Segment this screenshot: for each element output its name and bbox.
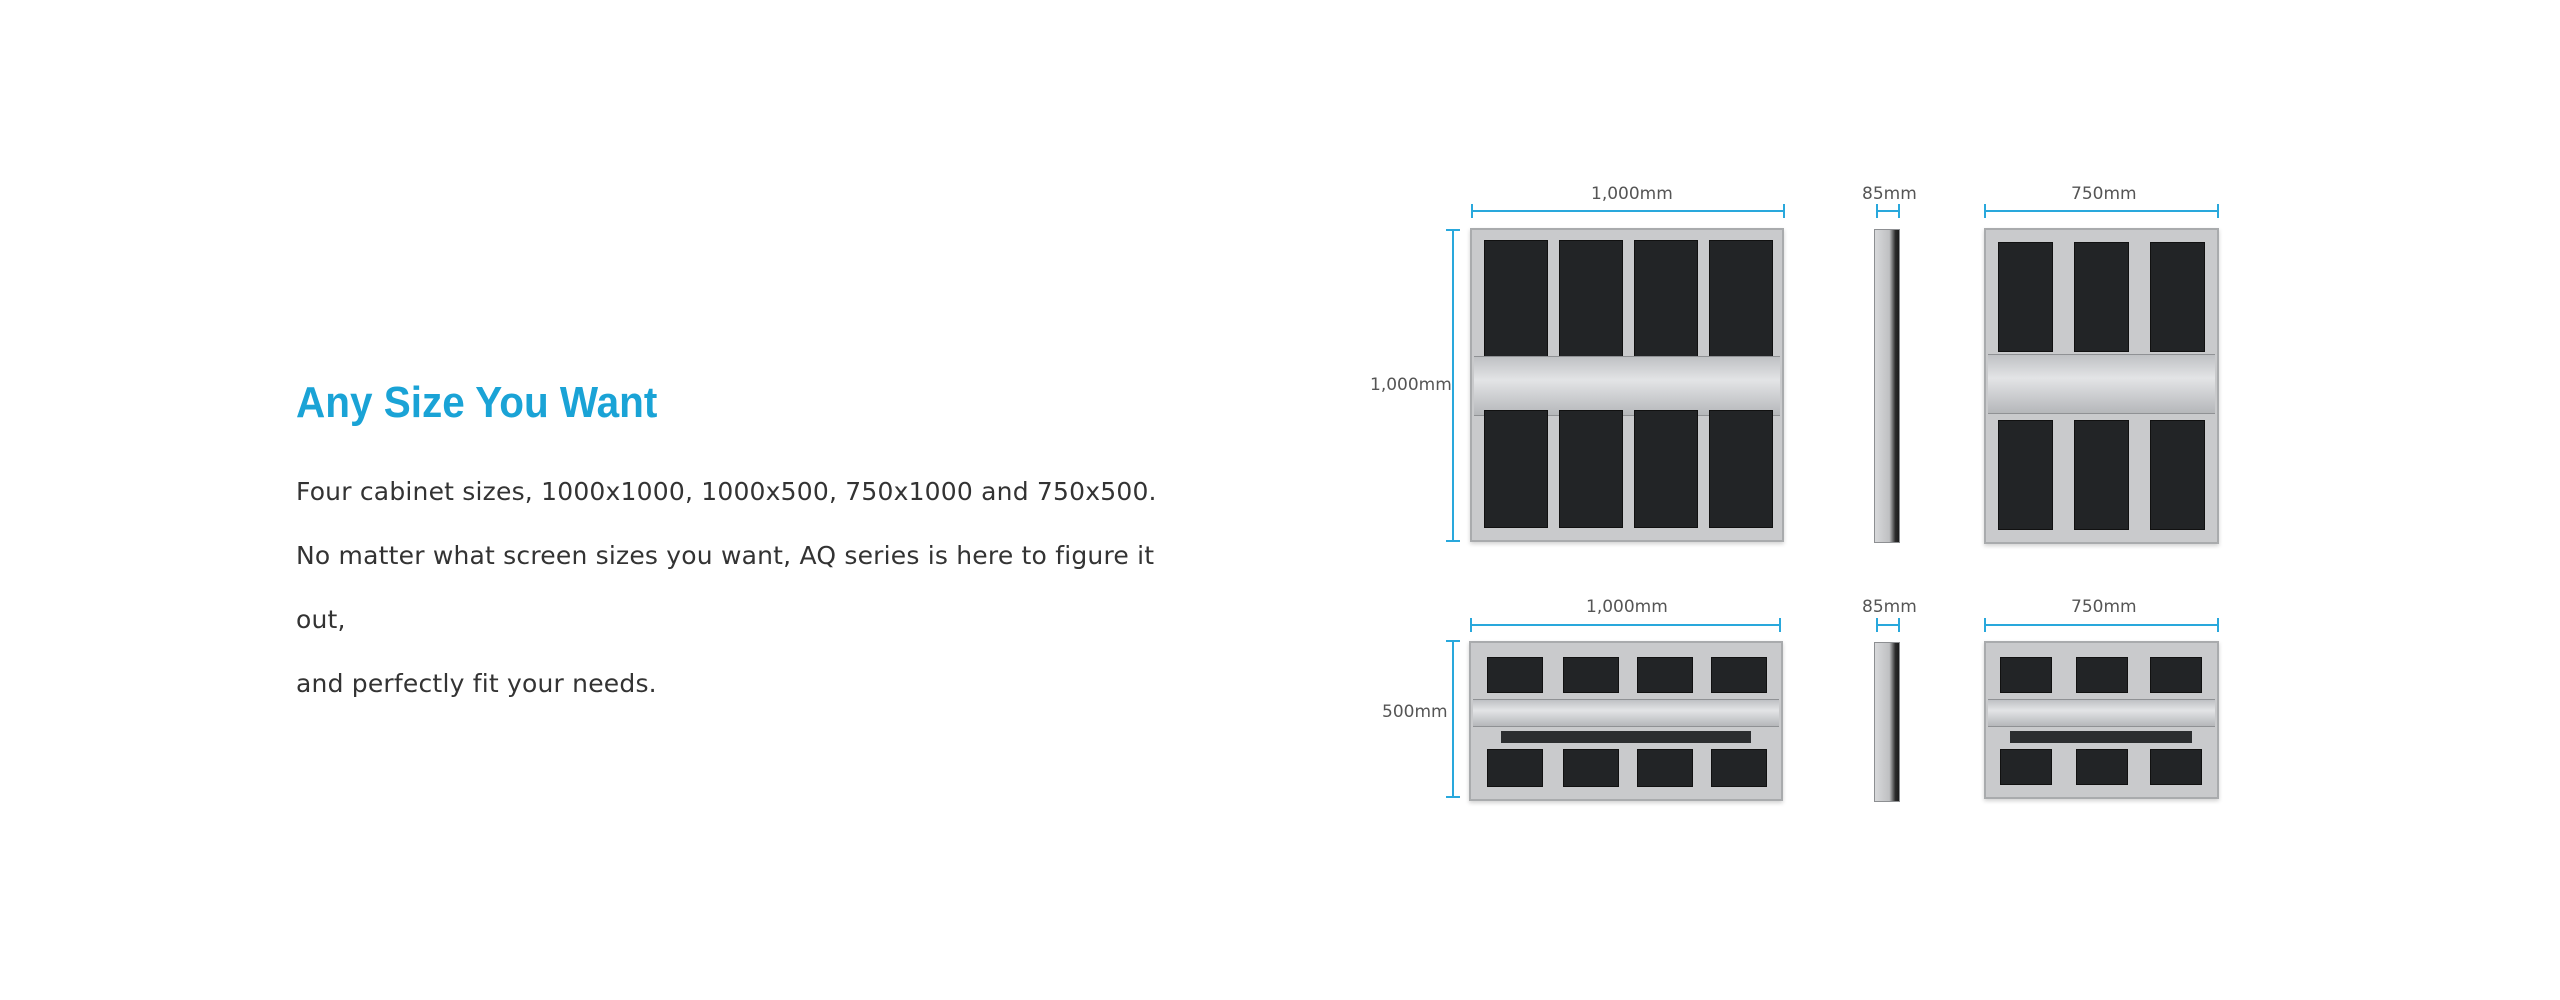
led-module [1711,749,1767,787]
cabinet-750x500-front [1984,641,2219,799]
led-module [1484,410,1548,528]
description-line-2: No matter what screen sizes you want, AQ… [296,541,1155,634]
led-module [2150,749,2202,785]
top-small-width-label: 750mm [2071,184,2137,204]
bottom-height-label: 500mm [1382,702,1448,722]
center-rail [1474,356,1780,416]
description-line-3: and perfectly fit your needs. [296,669,657,698]
bottom-height-line [1446,640,1460,798]
center-rail [1988,354,2215,414]
led-module [2150,242,2205,352]
led-module [1487,749,1543,787]
top-depth-label: 85mm [1862,184,1917,204]
led-module [2074,242,2129,352]
intro-text-block: Any Size You Want Four cabinet sizes, 10… [296,368,1196,716]
cable-bar [2010,731,2192,743]
led-module [1711,657,1767,693]
led-module [1487,657,1543,693]
top-front-width-label: 1,000mm [1591,184,1673,204]
led-module [2074,420,2129,530]
top-front-width-line [1471,204,1785,218]
cabinet-1000x500-front [1469,641,1783,801]
bottom-small-width-line [1984,618,2219,632]
description-line-1: Four cabinet sizes, 1000x1000, 1000x500,… [296,477,1157,506]
led-module [2000,657,2052,693]
led-module [1637,749,1693,787]
cable-bar [1501,731,1751,743]
section-title: Any Size You Want [296,378,658,427]
led-module [1563,749,1619,787]
center-rail [1988,699,2215,727]
led-module [1559,410,1623,528]
led-module [1998,420,2053,530]
cabinet-750x1000-front [1984,228,2219,544]
led-module [2076,749,2128,785]
bottom-depth-line [1876,618,1900,632]
led-module [1998,242,2053,352]
bottom-front-width-label: 1,000mm [1586,597,1668,617]
led-module [1709,240,1773,358]
led-module [2076,657,2128,693]
led-module [1634,240,1698,358]
top-height-line [1446,229,1460,542]
cabinet-1000x1000-front [1470,228,1784,542]
top-depth-line [1876,204,1900,218]
cabinet-side-view-tall [1874,229,1900,543]
bottom-depth-label: 85mm [1862,597,1917,617]
cabinet-side-view-short [1874,642,1900,802]
bottom-front-width-line [1470,618,1781,632]
led-module [1634,410,1698,528]
center-rail [1473,699,1779,727]
top-small-width-line [1984,204,2219,218]
led-module [2000,749,2052,785]
top-height-label: 1,000mm [1370,375,1452,395]
led-module [2150,657,2202,693]
led-module [1484,240,1548,358]
led-module [2150,420,2205,530]
led-module [1559,240,1623,358]
led-module [1563,657,1619,693]
led-module [1637,657,1693,693]
bottom-small-width-label: 750mm [2071,597,2137,617]
led-module [1709,410,1773,528]
